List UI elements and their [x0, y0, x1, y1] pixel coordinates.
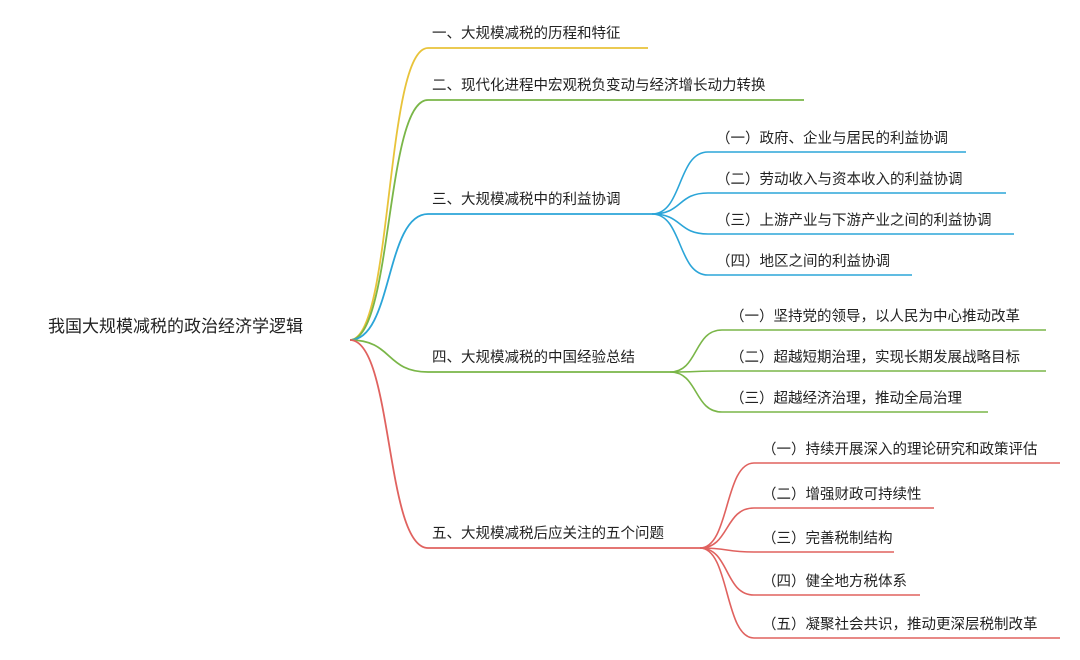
- subtopic-5-2[interactable]: （二）增强财政可持续性: [762, 486, 922, 503]
- branch-connector: [349, 339, 429, 373]
- branch-connector: [349, 213, 429, 341]
- subtopic-4-1[interactable]: （一）坚持党的领导，以人民为中心推动改革: [730, 308, 1020, 325]
- subtopic-5-5[interactable]: （五）凝聚社会共识，推动更深层税制改革: [762, 616, 1038, 633]
- branch-topic-1[interactable]: 一、大规模减税的历程和特征: [432, 25, 621, 42]
- subtopic-connector: [651, 213, 709, 276]
- branch-topic-5[interactable]: 五、大规模减税后应关注的五个问题: [432, 524, 664, 542]
- subtopic-connector: [651, 151, 709, 215]
- branch-topic-2[interactable]: 二、现代化进程中宏观税负变动与经济增长动力转换: [432, 77, 766, 94]
- subtopic-connector: [669, 329, 723, 373]
- subtopic-4-3[interactable]: （三）超越经济治理，推动全局治理: [730, 389, 962, 407]
- subtopic-connector: [699, 547, 755, 596]
- subtopic-connector: [651, 213, 709, 235]
- subtopic-connector: [699, 547, 755, 639]
- subtopic-connector: [699, 462, 755, 549]
- subtopic-5-3[interactable]: （三）完善税制结构: [762, 530, 893, 547]
- branch-topic-4[interactable]: 四、大规模减税的中国经验总结: [432, 349, 635, 366]
- root-topic[interactable]: 我国大规模减税的政治经济学逻辑: [48, 317, 303, 337]
- subtopic-3-4[interactable]: （四）地区之间的利益协调: [716, 253, 890, 270]
- branch-topic-3[interactable]: 三、大规模减税中的利益协调: [432, 191, 621, 208]
- subtopic-5-4[interactable]: （四）健全地方税体系: [762, 572, 907, 590]
- subtopic-connector: [699, 507, 755, 549]
- subtopic-connector: [699, 547, 755, 553]
- subtopic-4-2[interactable]: （二）超越短期治理，实现长期发展战略目标: [730, 349, 1020, 366]
- branch-connector: [349, 47, 429, 341]
- subtopic-3-3[interactable]: （三）上游产业与下游产业之间的利益协调: [716, 212, 992, 229]
- subtopic-connector: [669, 371, 723, 413]
- subtopic-3-1[interactable]: （一）政府、企业与居民的利益协调: [716, 129, 948, 147]
- branch-connector: [349, 99, 429, 341]
- subtopic-3-2[interactable]: （二）劳动收入与资本收入的利益协调: [716, 171, 963, 188]
- branch-connector: [349, 339, 429, 549]
- subtopic-connector: [651, 192, 709, 215]
- subtopic-5-1[interactable]: （一）持续开展深入的理论研究和政策评估: [762, 441, 1038, 458]
